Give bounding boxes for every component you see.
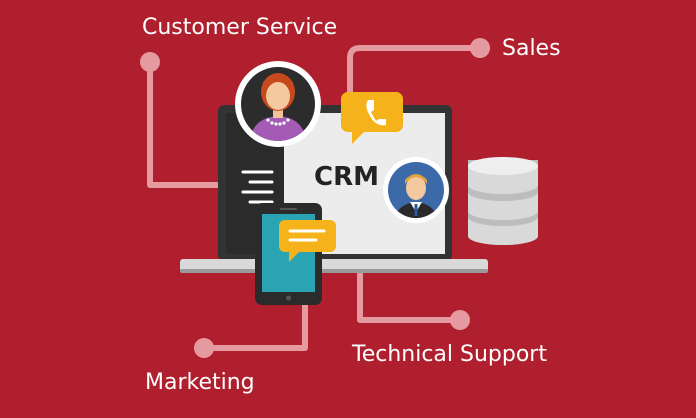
endpoint-marketing [194,338,214,358]
handset-icon [366,100,386,126]
connector-sales [347,45,481,108]
connector-marketing [202,287,308,351]
connector-technical-support [357,265,461,323]
crm-title: CRM [314,162,379,192]
laptop-base-shadow [180,269,488,273]
smartphone-icon [255,203,322,305]
female-avatar-icon [235,61,321,147]
message-bubble-icon [279,220,336,262]
label-sales: Sales [502,36,561,61]
male-avatar-icon [383,157,449,223]
label-customer-service: Customer Service [142,15,338,40]
endpoint-technical-support [450,310,470,330]
database-icon [468,157,538,245]
connector-endpoints [140,38,490,358]
label-technical-support: Technical Support [352,342,547,367]
label-marketing: Marketing [145,370,255,395]
phone-call-bubble-icon [341,92,403,144]
connectors [147,45,481,351]
endpoint-sales [470,38,490,58]
connector-customer-service [147,59,233,188]
menu-lines-icon [241,170,274,204]
endpoint-customer-service [140,52,160,72]
